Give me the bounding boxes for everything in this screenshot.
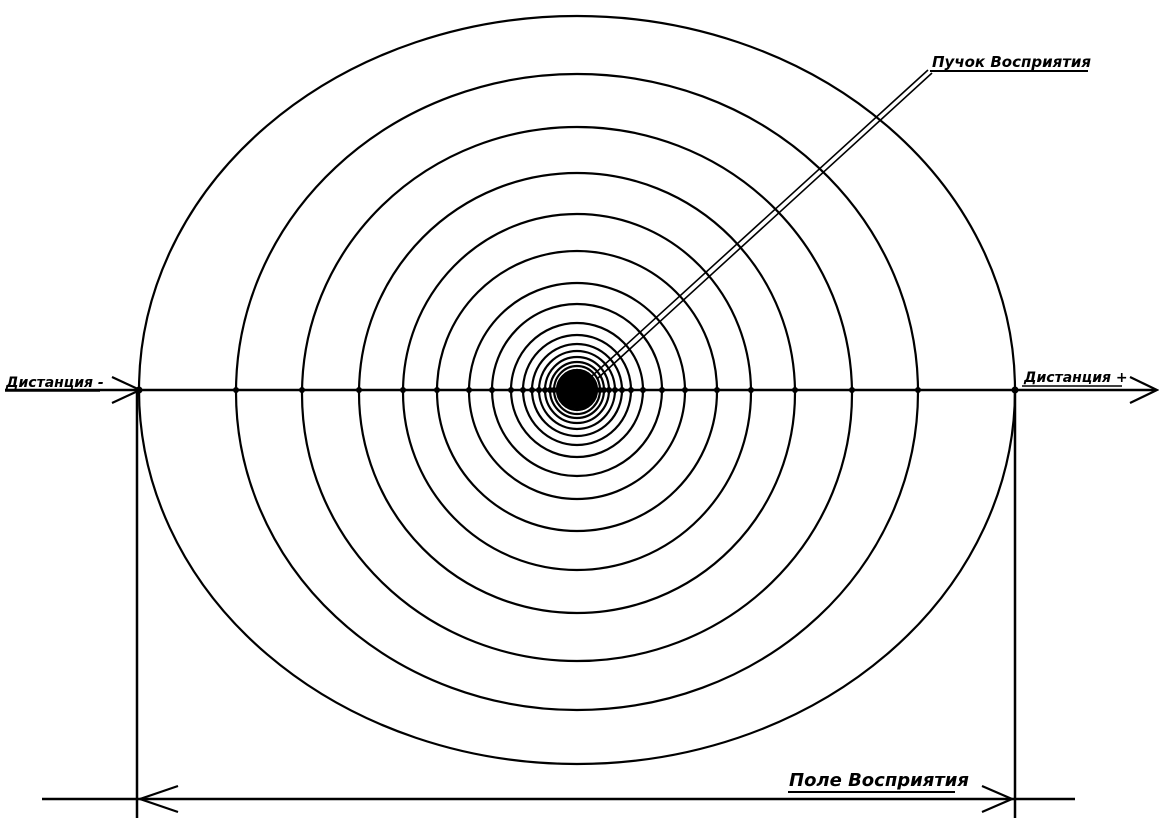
- axis-dot: [682, 387, 688, 393]
- distance-plus-arrowhead: [1129, 376, 1159, 404]
- axis-dot: [606, 387, 612, 393]
- axis-dot: [233, 387, 239, 393]
- axis-dot: [714, 387, 720, 393]
- axis-dot: [659, 387, 665, 393]
- field-left-arrowhead: [136, 784, 179, 814]
- axis-dot: [792, 387, 798, 393]
- axis-dot: [400, 387, 406, 393]
- axis-dot: [555, 387, 561, 393]
- axis-dot: [299, 387, 305, 393]
- axis-dot: [849, 387, 855, 393]
- axis-dot: [356, 387, 362, 393]
- ring: [300, 125, 854, 663]
- axis-dot: [508, 387, 514, 393]
- axis-dot: [529, 387, 535, 393]
- beam-label: Пучок Восприятия: [932, 53, 1091, 71]
- distance-plus-label: Дистанция +: [1023, 370, 1128, 386]
- axis-dot: [489, 387, 495, 393]
- axis-dot: [640, 387, 646, 393]
- axis-dot: [520, 387, 526, 393]
- axis-dot: [915, 387, 921, 393]
- axis-dot: [434, 387, 440, 393]
- axis-dot: [466, 387, 472, 393]
- beam-leader-line-b: [596, 72, 933, 380]
- axis-dot: [542, 387, 548, 393]
- beam-leader-line-a: [591, 69, 929, 377]
- field-label: Поле Восприятия: [789, 770, 969, 791]
- axis-dot: [748, 387, 754, 393]
- distance-minus-label: Дистанция -: [5, 375, 104, 391]
- axis-dot: [593, 387, 599, 393]
- axis-dot: [536, 387, 542, 393]
- field-right-arrowhead: [981, 784, 1015, 814]
- axis-dot: [628, 387, 634, 393]
- axis-dot: [619, 387, 625, 393]
- axis-intersection-dots: [135, 386, 1019, 394]
- axis-dot: [612, 387, 618, 393]
